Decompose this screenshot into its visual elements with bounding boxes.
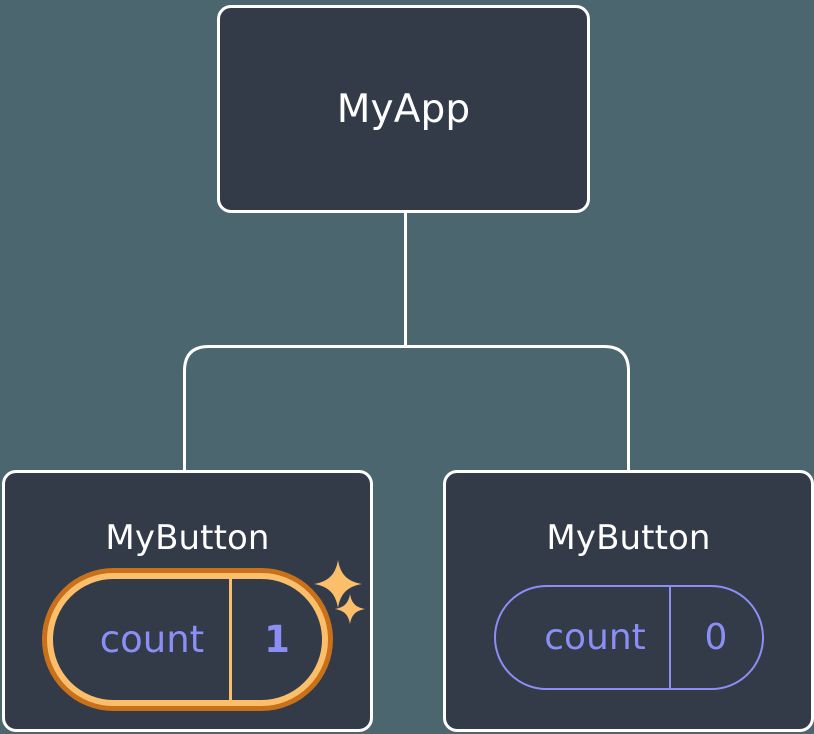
state-key-label: count: [99, 618, 205, 661]
state-key-label: count: [544, 617, 646, 658]
component-node-title: MyButton: [105, 518, 270, 558]
component-node-mybutton-right[interactable]: MyButton count 0: [443, 470, 814, 732]
state-value-label: 0: [668, 587, 762, 688]
state-value-label: 1: [229, 579, 322, 700]
state-pill-highlighted[interactable]: count 1: [47, 573, 328, 706]
connector-branch-bar: [183, 345, 630, 472]
state-pill[interactable]: count 0: [493, 585, 764, 690]
component-node-mybutton-left[interactable]: MyButton count 1: [2, 470, 373, 732]
component-node-myapp[interactable]: MyApp: [217, 5, 590, 213]
component-node-title: MyButton: [546, 518, 711, 558]
component-node-title: MyApp: [336, 86, 471, 132]
